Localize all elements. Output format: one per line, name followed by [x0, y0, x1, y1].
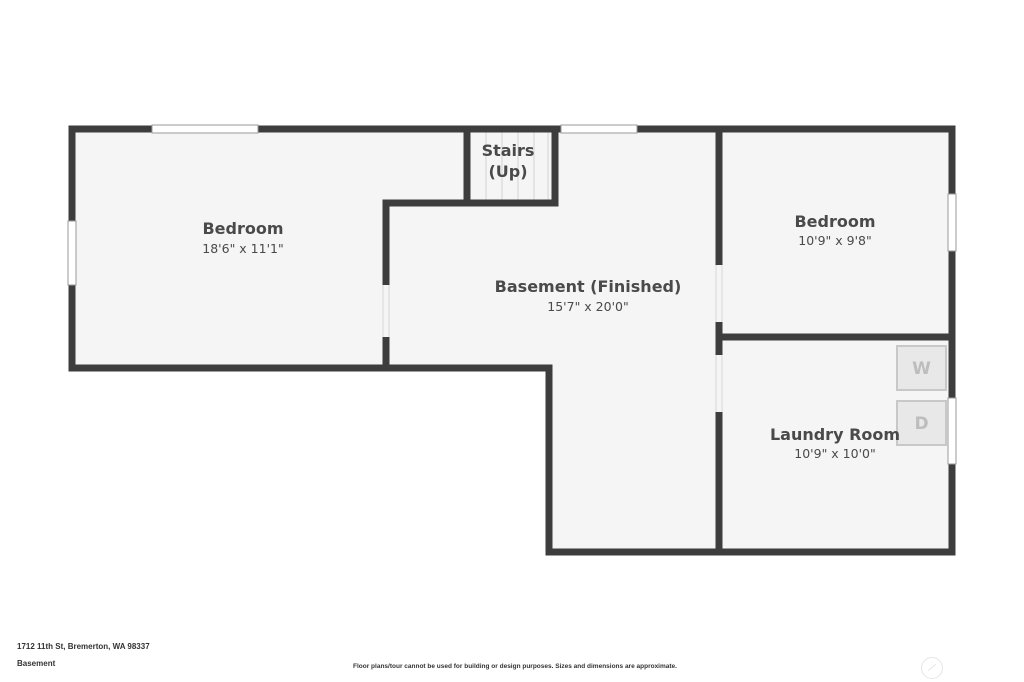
stairs-label-line1: Stairs [482, 141, 535, 160]
stairs-treads [485, 131, 549, 200]
property-address: 1712 11th St, Bremerton, WA 98337 [17, 642, 150, 651]
laundry-room-name: Laundry Room [770, 425, 900, 444]
laundry-room-dims: 10'9" x 10'0" [794, 446, 875, 461]
doorway-laundry [715, 355, 723, 412]
bedroom-right-dims: 10'9" x 9'8" [798, 233, 871, 248]
disclaimer-text: Floor plans/tour cannot be used for buil… [353, 663, 677, 670]
floor-level-label: Basement [17, 659, 56, 668]
doorway-bedroom-left [382, 285, 390, 337]
walls [68, 125, 956, 556]
doorway-jambs [382, 265, 723, 412]
stairs-label-line2: (Up) [488, 162, 527, 181]
window-right-bedroom [947, 193, 957, 252]
dryer: D [896, 400, 947, 446]
window-left [67, 220, 77, 286]
floor-fill [72, 129, 952, 552]
window-top-left [151, 124, 259, 134]
basement-dims: 15'7" x 20'0" [547, 299, 628, 314]
window-right-laundry [947, 397, 957, 465]
bedroom-left-dims: 18'6" x 11'1" [202, 241, 283, 256]
bedroom-left-name: Bedroom [202, 219, 283, 238]
washer: W [896, 345, 947, 391]
doorways [382, 265, 723, 412]
dryer-label: D [914, 414, 928, 434]
washer-label: W [912, 359, 931, 379]
basement-name: Basement (Finished) [495, 277, 682, 296]
doorway-bedroom-right [715, 265, 723, 322]
watermark-logo-icon [921, 657, 943, 679]
windows [67, 124, 957, 465]
window-top-center [560, 124, 638, 134]
bedroom-right-name: Bedroom [794, 212, 875, 231]
